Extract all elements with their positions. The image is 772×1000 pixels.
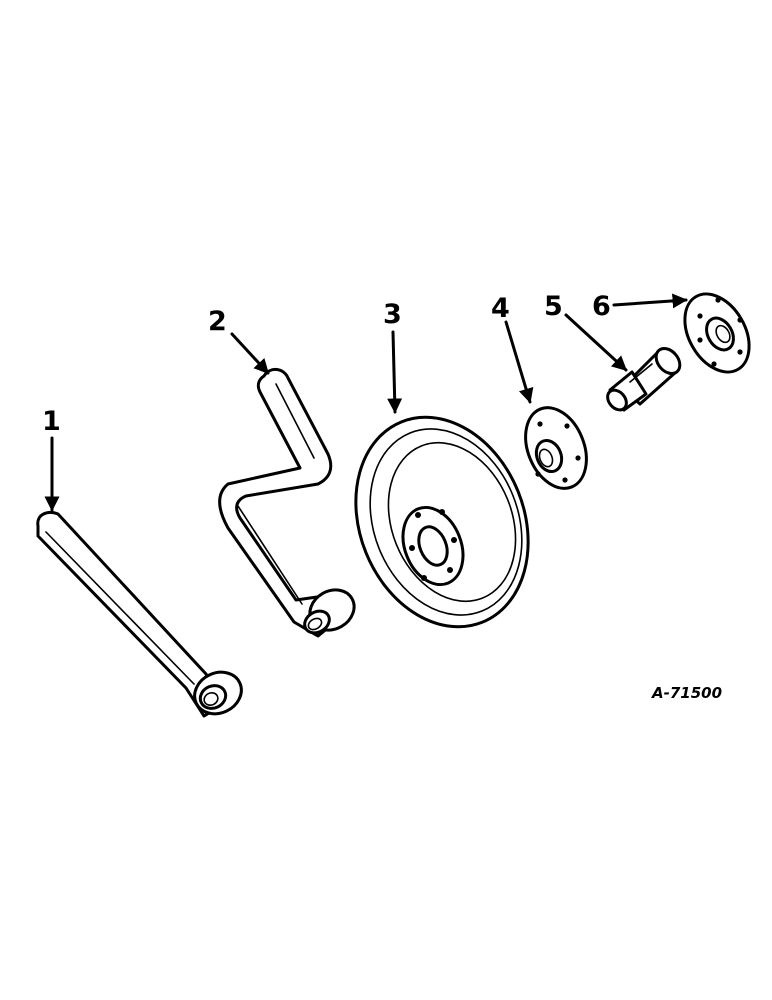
part-2-offset-arm	[218, 368, 356, 638]
callout-6: 6	[592, 291, 611, 322]
callout-5: 5	[544, 291, 563, 322]
leader-6	[612, 293, 688, 309]
figure-reference-number: A-71500	[651, 684, 722, 702]
part-5-spindle	[606, 346, 682, 412]
leader-3	[387, 330, 403, 414]
part-6-flanged-cap	[683, 292, 751, 374]
leader-4	[504, 320, 534, 404]
leader-5	[564, 313, 628, 372]
callout-4: 4	[491, 293, 510, 324]
part-4-hub-flange	[524, 406, 588, 490]
leader-arrows	[44, 293, 688, 512]
leader-2	[230, 332, 270, 375]
callout-2: 2	[208, 306, 227, 337]
part-3-disk-blade	[354, 415, 530, 629]
callout-1: 1	[42, 406, 61, 437]
callout-3: 3	[383, 299, 402, 330]
part-1-straight-arm	[36, 511, 243, 718]
